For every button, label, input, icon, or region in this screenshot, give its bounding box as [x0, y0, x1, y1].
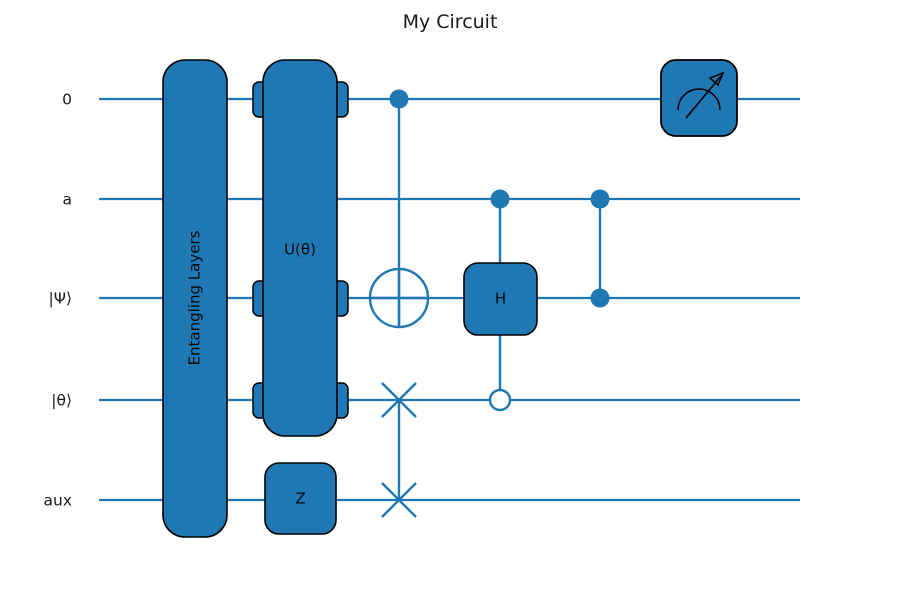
gate-swap-x-upper-stroke-b[interactable]	[381, 382, 417, 418]
gate-swap-x-lower-stroke-b[interactable]	[381, 482, 417, 518]
gate-controlled-h[interactable]: H	[463, 189, 538, 412]
gate-entangling-layers[interactable]: Entangling Layers	[162, 59, 228, 538]
gate-cz-control-dot-a[interactable]	[590, 189, 610, 209]
gate-controlled-h-control-dot[interactable]	[490, 189, 510, 209]
gate-cz-control-dot-psi[interactable]	[590, 288, 610, 308]
page-title: My Circuit	[403, 11, 498, 33]
gate-measurement[interactable]	[660, 59, 738, 137]
wire-label-0: 0	[62, 91, 72, 109]
gate-measurement-box[interactable]	[660, 59, 738, 137]
gate-h-label: H	[495, 290, 506, 308]
gate-u-theta-label: U(θ)	[284, 241, 316, 259]
gate-cnot[interactable]	[368, 89, 430, 329]
wire-label-group: 0 a |Ψ⟩ |θ⟩ aux	[44, 91, 73, 510]
gate-entangling-layers-label: Entangling Layers	[186, 230, 204, 365]
wire-label-a: a	[63, 191, 73, 209]
gate-swap[interactable]	[381, 382, 417, 518]
gate-u-theta[interactable]: U(θ)	[252, 59, 349, 437]
wire-label-aux: aux	[44, 492, 73, 510]
gate-controlled-h-open-control-circle[interactable]	[488, 388, 512, 412]
gate-cnot-control-dot[interactable]	[389, 89, 409, 109]
wire-label-theta: |θ⟩	[51, 392, 72, 410]
gate-entangling-layers-box[interactable]	[162, 59, 228, 538]
gate-cz[interactable]	[590, 189, 610, 308]
gate-z-label: Z	[295, 490, 305, 508]
gate-h-box[interactable]	[463, 262, 538, 336]
measurement-arrowhead-icon	[708, 71, 725, 87]
wire-label-psi: |Ψ⟩	[49, 290, 72, 308]
gate-z-box[interactable]	[264, 462, 337, 535]
measurement-dial-arc-icon	[677, 88, 721, 111]
gate-z[interactable]: Z	[264, 462, 337, 535]
gate-u-theta-box[interactable]	[262, 59, 338, 437]
